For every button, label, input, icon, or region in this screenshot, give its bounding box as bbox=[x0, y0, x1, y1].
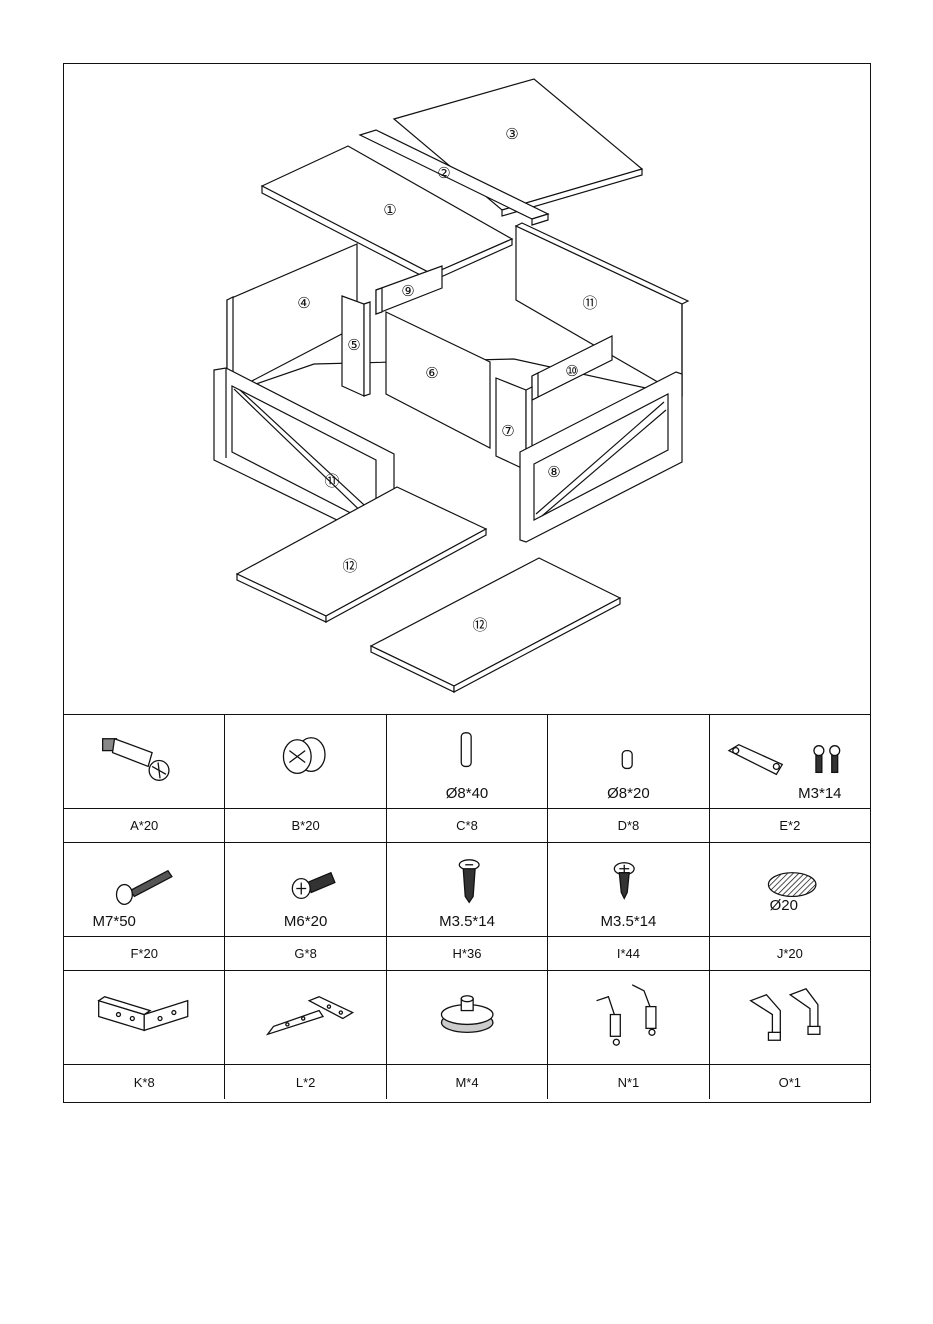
panel-12-right bbox=[371, 558, 620, 692]
hardware-label-e: E*2 bbox=[710, 809, 870, 842]
hardware-cell-h: M3.5*14 bbox=[387, 843, 548, 936]
hardware-cell-a bbox=[64, 715, 225, 808]
panel-label-4: ④ bbox=[297, 294, 310, 312]
hardware-parts-table: Ø8*40 Ø8*20 bbox=[64, 714, 870, 1104]
hardware-label-a: A*20 bbox=[64, 809, 225, 842]
exploded-view-diagram: ③ ② ① ④ ⑨ ⑪ ⑤ ⑥ ⑩ ⑦ ⑧ ⑪ ⑫ ⑫ bbox=[64, 64, 870, 714]
panel-label-9: ⑨ bbox=[401, 282, 414, 300]
panel-label-10: ⑩ bbox=[565, 362, 578, 380]
hardware-size-c: Ø8*40 bbox=[387, 785, 547, 802]
hardware-label-b: B*20 bbox=[225, 809, 386, 842]
panel-label-12-right: ⑫ bbox=[472, 616, 487, 634]
panel-label-6: ⑥ bbox=[425, 364, 438, 382]
panel-label-11-front: ⑪ bbox=[324, 472, 339, 490]
hardware-cell-j: Ø20 bbox=[710, 843, 870, 936]
panel-11-back bbox=[516, 223, 688, 396]
lid-stay-icon bbox=[548, 971, 708, 1064]
panel-label-1: ① bbox=[383, 201, 396, 219]
hardware-cell-f: M7*50 bbox=[64, 843, 225, 936]
hardware-row-2: M7*50 M6*20 bbox=[64, 843, 870, 937]
hardware-cell-c: Ø8*40 bbox=[387, 715, 548, 808]
cap-sticker-icon bbox=[710, 843, 870, 936]
t-hinge-icon bbox=[225, 971, 385, 1064]
hardware-label-l: L*2 bbox=[225, 1065, 386, 1099]
foot-glide-icon bbox=[387, 971, 547, 1064]
lift-hinge-icon bbox=[710, 971, 870, 1064]
panel-8 bbox=[520, 372, 682, 542]
hardware-size-f: M7*50 bbox=[34, 913, 194, 930]
hardware-size-j: Ø20 bbox=[704, 897, 864, 914]
hardware-label-h: H*36 bbox=[387, 937, 548, 970]
panel-12-left bbox=[237, 487, 486, 622]
panel-label-12-left: ⑫ bbox=[342, 557, 357, 575]
cam-lock-icon bbox=[225, 715, 385, 808]
hardware-cell-o bbox=[710, 971, 870, 1064]
hardware-label-j: J*20 bbox=[710, 937, 870, 970]
hardware-label-i: I*44 bbox=[548, 937, 709, 970]
hardware-cell-e: M3*14 bbox=[710, 715, 870, 808]
corner-bracket-icon bbox=[64, 971, 224, 1064]
panel-label-7: ⑦ bbox=[501, 422, 514, 440]
hardware-size-d: Ø8*20 bbox=[548, 785, 708, 802]
hardware-cell-d: Ø8*20 bbox=[548, 715, 709, 808]
hardware-label-row-2: F*20 G*8 H*36 I*44 J*20 bbox=[64, 937, 870, 971]
panel-label-11-back: ⑪ bbox=[582, 294, 597, 312]
hardware-label-n: N*1 bbox=[548, 1065, 709, 1099]
hardware-label-c: C*8 bbox=[387, 809, 548, 842]
hardware-cell-l bbox=[225, 971, 386, 1064]
hardware-label-m: M*4 bbox=[387, 1065, 548, 1099]
hardware-label-o: O*1 bbox=[710, 1065, 870, 1099]
assembly-sheet: ③ ② ① ④ ⑨ ⑪ ⑤ ⑥ ⑩ ⑦ ⑧ ⑪ ⑫ ⑫ bbox=[63, 63, 871, 1103]
hardware-label-g: G*8 bbox=[225, 937, 386, 970]
exploded-view-drawing: ③ ② ① ④ ⑨ ⑪ ⑤ ⑥ ⑩ ⑦ ⑧ ⑪ ⑫ ⑫ bbox=[64, 64, 870, 714]
hardware-cell-i: M3.5*14 bbox=[548, 843, 709, 936]
hardware-row-3 bbox=[64, 971, 870, 1065]
hardware-label-f: F*20 bbox=[64, 937, 225, 970]
hardware-size-i: M3.5*14 bbox=[548, 913, 708, 930]
hardware-label-k: K*8 bbox=[64, 1065, 225, 1099]
hardware-cell-k bbox=[64, 971, 225, 1064]
hardware-size-e: M3*14 bbox=[740, 785, 900, 802]
panel-label-5: ⑤ bbox=[347, 336, 360, 354]
hardware-size-g: M6*20 bbox=[225, 913, 385, 930]
hardware-cell-g: M6*20 bbox=[225, 843, 386, 936]
panel-label-3: ③ bbox=[505, 125, 518, 143]
hardware-cell-n bbox=[548, 971, 709, 1064]
hardware-size-h: M3.5*14 bbox=[387, 913, 547, 930]
panel-label-2: ② bbox=[437, 164, 450, 182]
hardware-label-row-1: A*20 B*20 C*8 D*8 E*2 bbox=[64, 809, 870, 843]
hardware-row-1: Ø8*40 Ø8*20 bbox=[64, 715, 870, 809]
cam-bolt-icon bbox=[64, 715, 224, 808]
hardware-cell-b bbox=[225, 715, 386, 808]
hardware-cell-m bbox=[387, 971, 548, 1064]
hardware-label-d: D*8 bbox=[548, 809, 709, 842]
hardware-label-row-3: K*8 L*2 M*4 N*1 O*1 bbox=[64, 1065, 870, 1099]
panel-label-8: ⑧ bbox=[547, 463, 560, 481]
